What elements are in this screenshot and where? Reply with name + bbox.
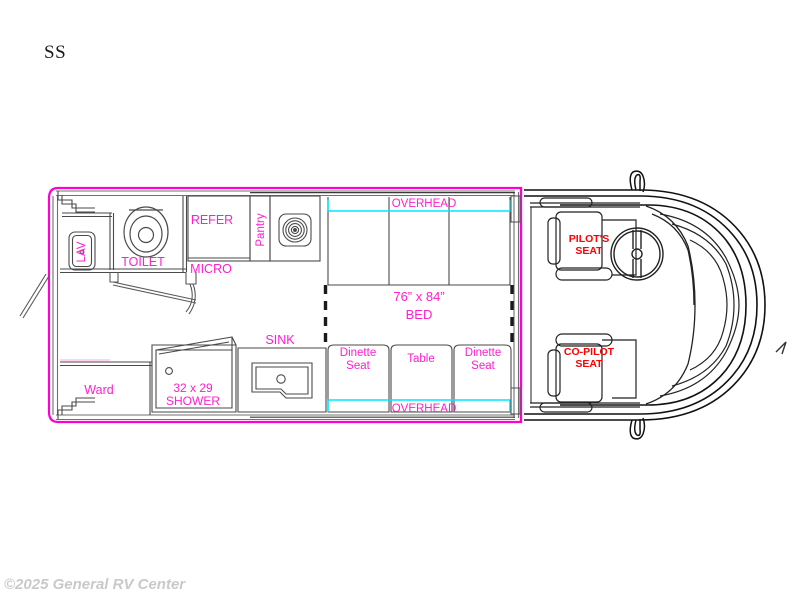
overhead-top: OVERHEAD	[327, 198, 511, 212]
label-table: Table	[407, 353, 435, 365]
label-dinette-seat-left-2: Seat	[346, 360, 370, 372]
label-bed-size: 76” x 84”	[393, 289, 444, 304]
label-pantry: Pantry	[255, 213, 267, 246]
side-mirror-icon-lower	[629, 417, 646, 440]
label-shower-size: 32 x 29	[173, 381, 213, 395]
galley-cabinets	[187, 195, 321, 262]
label-dinette-seat-right-2: Seat	[471, 360, 495, 372]
coach-wall-trim	[250, 192, 515, 418]
far-right-mirror-mark	[775, 341, 787, 355]
label-pilot-seat-1: PILOT'S	[569, 233, 609, 245]
page-title: SS	[44, 42, 67, 63]
coach-outer-shell	[47, 186, 523, 424]
bed-slide-dashed-edges	[323, 285, 514, 345]
lavatory-sink-icon	[68, 231, 96, 271]
cab-hood-contours	[659, 213, 740, 397]
galley-sink-counter	[237, 347, 327, 413]
cooktop-burner-icon	[278, 213, 312, 247]
copilot-seat	[547, 333, 637, 403]
label-toilet: TOILET	[121, 255, 165, 269]
label-overhead-top: OVERHEAD	[392, 198, 457, 210]
overhead-bottom: OVERHEAD	[327, 399, 511, 415]
label-copilot-seat-2: SEAT	[575, 358, 603, 370]
bathroom-compartment	[60, 196, 188, 274]
wardrobe	[60, 361, 152, 415]
label-sink: SINK	[265, 333, 295, 347]
label-refer: REFER	[191, 213, 233, 227]
rear-corner-notches	[57, 191, 95, 419]
toilet-icon	[123, 206, 169, 258]
swing-door-icon	[19, 272, 197, 319]
pilot-seat	[547, 211, 637, 281]
label-ward: Ward	[84, 383, 113, 397]
entry-door-icon	[510, 195, 521, 415]
label-pilot-seat-2: SEAT	[575, 245, 603, 257]
copyright-notice: ©2025 General RV Center	[4, 576, 186, 593]
kitchen-sink-icon	[251, 362, 313, 399]
cab-nose-outline	[524, 189, 766, 421]
label-overhead-bottom: OVERHEAD	[392, 403, 457, 415]
label-micro: MICRO	[190, 262, 232, 276]
label-lav: LAV	[76, 241, 88, 262]
dinette-group	[327, 344, 512, 413]
label-dinette-seat-right-1: Dinette	[465, 347, 501, 359]
steering-wheel-icon	[610, 227, 664, 281]
cab-windshield	[645, 205, 696, 405]
label-dinette-seat-left-1: Dinette	[340, 347, 376, 359]
shower-enclosure	[151, 336, 237, 413]
cab-door-rails	[530, 197, 640, 413]
side-mirror-icon	[629, 170, 646, 193]
label-shower: SHOWER	[166, 394, 220, 408]
label-bed: BED	[406, 307, 433, 322]
label-copilot-seat-1: CO-PILOT	[564, 346, 615, 358]
